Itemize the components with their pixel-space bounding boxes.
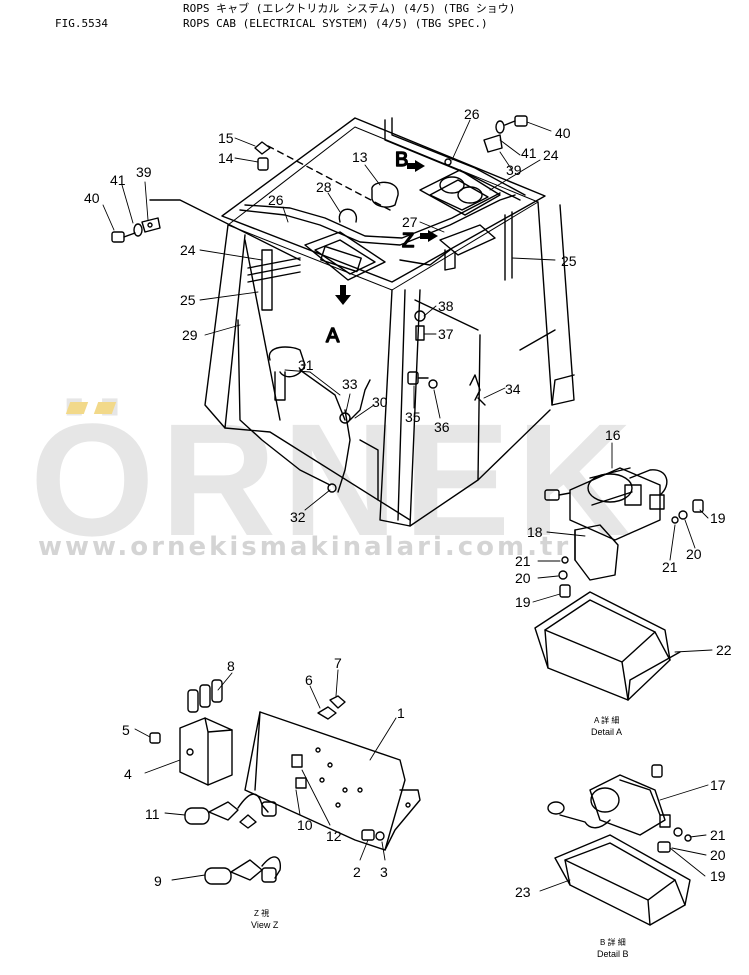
- callout-1: 1: [397, 705, 405, 721]
- view-captions: A 詳 細 Detail A B 詳 細 Detail B Z 視 View Z: [251, 715, 629, 959]
- caption-detail-a-jp: A 詳 細: [594, 715, 619, 725]
- dome-lamp-assembly-a: [247, 208, 386, 311]
- caption-detail-a-en: Detail A: [591, 727, 622, 737]
- callout-29: 29: [182, 327, 198, 343]
- callout-numbers: 1 2 3 4 5 6 7 8 9 10 11 12 13 14 15 16 1…: [84, 106, 732, 900]
- bolt-set-right: [444, 115, 528, 166]
- callout-15: 15: [218, 130, 234, 146]
- callout-39-right: 39: [506, 162, 522, 178]
- callout-18: 18: [527, 524, 543, 540]
- callout-19-detail-b: 19: [710, 868, 726, 884]
- callout-27: 27: [402, 214, 418, 230]
- callout-9: 9: [154, 873, 162, 889]
- callout-40-right: 40: [555, 125, 571, 141]
- callout-6: 6: [305, 672, 313, 688]
- caption-detail-b-jp: B 詳 細: [600, 937, 626, 947]
- callout-33: 33: [342, 376, 358, 392]
- bolt-14-15: [254, 141, 271, 171]
- callout-17: 17: [710, 777, 726, 793]
- watermark-logo: ÖRNEK: [30, 390, 638, 569]
- callout-25-right: 25: [561, 253, 577, 269]
- callout-4: 4: [124, 766, 132, 782]
- caption-view-z-jp: Z 視: [254, 909, 269, 918]
- title-japanese: ROPS キャブ (エレクトリカル システム) (4/5) (TBG ショウ): [183, 2, 516, 15]
- view-arrow-z-label: Z: [402, 230, 414, 252]
- callout-41-left: 41: [110, 172, 126, 188]
- caption-detail-b-en: Detail B: [597, 949, 629, 959]
- detail-b-assembly: [547, 764, 692, 926]
- callout-19-detail-a: 19: [710, 510, 726, 526]
- title-english: ROPS CAB (ELECTRICAL SYSTEM) (4/5) (TBG …: [183, 17, 488, 30]
- leader-lines: [102, 119, 713, 892]
- callout-10: 10: [297, 817, 313, 833]
- callout-20-detail-a-lower: 20: [515, 570, 531, 586]
- callout-26-right: 26: [464, 106, 480, 122]
- callout-40-left: 40: [84, 190, 100, 206]
- callout-39-left: 39: [136, 164, 152, 180]
- callout-25-left: 25: [180, 292, 196, 308]
- mounting-bolts: [407, 310, 486, 406]
- callout-16: 16: [605, 427, 621, 443]
- view-arrow-a-label: A: [326, 325, 340, 347]
- callout-34: 34: [505, 381, 521, 397]
- cab-frame: [204, 117, 575, 527]
- callout-21-detail-a: 21: [662, 559, 678, 575]
- callout-24-right: 24: [543, 147, 559, 163]
- left-harness-29: [237, 319, 371, 493]
- callout-23: 23: [515, 884, 531, 900]
- callout-26-left: 26: [268, 192, 284, 208]
- view-arrows: [335, 160, 438, 305]
- view-z-assembly: [149, 679, 421, 885]
- watermark-url: www.ornekismakinalari.com.tr: [38, 532, 572, 562]
- callout-20-detail-a: 20: [686, 546, 702, 562]
- callout-14: 14: [218, 150, 234, 166]
- callout-2: 2: [353, 864, 361, 880]
- callout-21-detail-a-lower: 21: [515, 553, 531, 569]
- callout-37: 37: [438, 326, 454, 342]
- bolt-set-left: [111, 217, 161, 243]
- callout-20-detail-b: 20: [710, 847, 726, 863]
- callout-11: 11: [145, 806, 160, 822]
- callout-35: 35: [405, 409, 421, 425]
- callout-21-detail-b: 21: [710, 827, 726, 843]
- detail-a-assembly: [534, 467, 704, 701]
- callout-22: 22: [716, 642, 732, 658]
- callout-31: 31: [298, 357, 314, 373]
- callout-32: 32: [290, 509, 306, 525]
- figure-number: FIG.5534: [55, 17, 108, 30]
- lamp-assembly-b: [371, 169, 513, 281]
- callout-8: 8: [227, 658, 235, 674]
- callout-3: 3: [380, 864, 388, 880]
- callout-28: 28: [316, 179, 332, 195]
- callout-30: 30: [372, 394, 388, 410]
- callout-24-left: 24: [180, 242, 196, 258]
- callout-7: 7: [334, 655, 342, 671]
- callout-12: 12: [326, 828, 342, 844]
- callout-5: 5: [122, 722, 130, 738]
- callout-13: 13: [352, 149, 368, 165]
- callout-36: 36: [434, 419, 450, 435]
- callout-19-detail-a-lower: 19: [515, 594, 531, 610]
- caption-view-z-en: View Z: [251, 920, 279, 930]
- callout-41-right: 41: [521, 145, 537, 161]
- callout-38: 38: [438, 298, 454, 314]
- view-arrow-b-label: B: [395, 149, 408, 171]
